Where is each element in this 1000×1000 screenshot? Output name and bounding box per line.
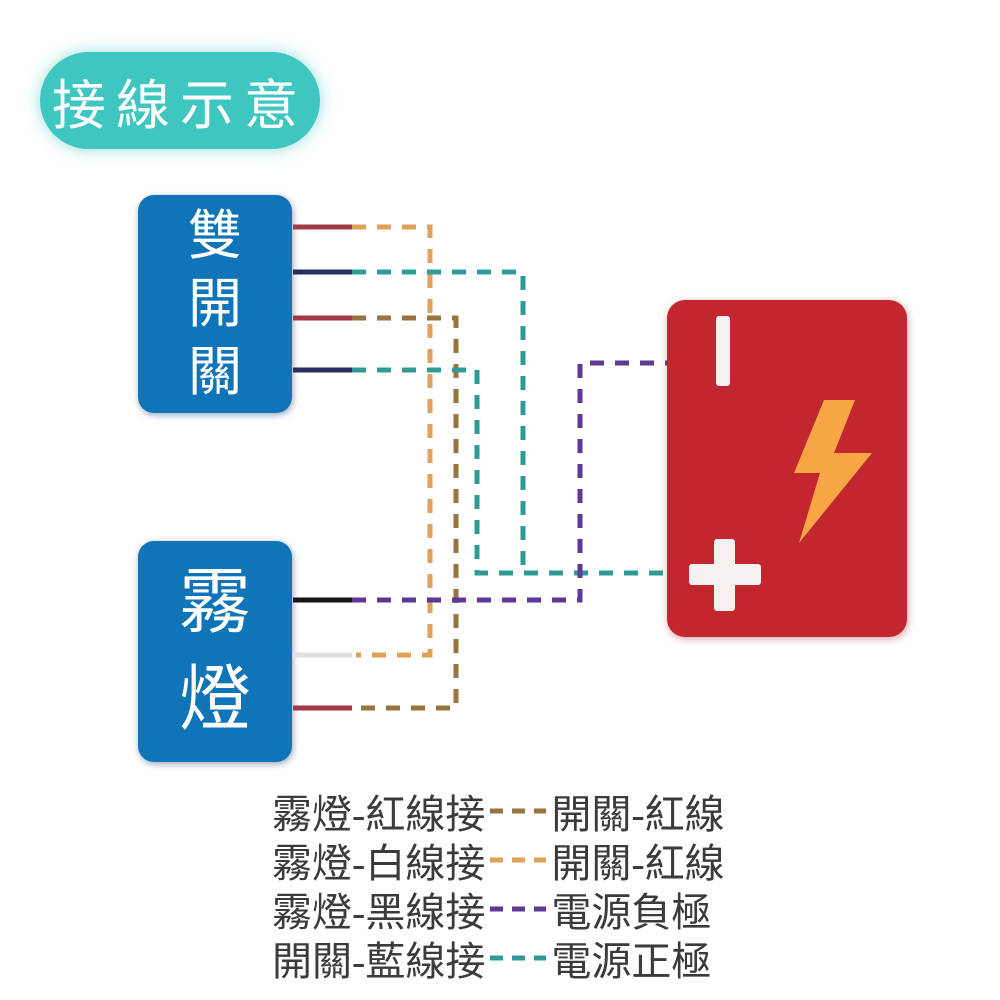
legend-right-label: 電源正極 [551,938,712,984]
legend-row-switch-blue: 開關-藍線接 電源正極 [272,933,725,984]
legend: 霧燈-紅線接 開關-紅線 霧燈-白線接 開關-紅線 霧燈-黑線接 電源負極 開關… [272,786,725,984]
wire-switchblue2-to-positive [352,367,668,576]
dash-sample-teal [490,955,547,960]
diagram-title: 接線示意 [52,76,308,136]
legend-left-label: 開關-藍線接 [272,938,486,984]
wire-switchblue1-to-positive [352,269,526,573]
switch-box-char: 雙 [188,206,242,266]
wire-fogred-to-switchred2 [352,315,459,711]
legend-right-label: 電源負極 [551,889,712,935]
switch-box-char: 開 [188,274,242,334]
dash-sample-olive [490,808,547,813]
switch-box-char: 關 [188,342,242,402]
legend-row-fog-black: 霧燈-黑線接 電源負極 [272,884,725,935]
legend-left-label: 霧燈-黑線接 [272,889,486,935]
fog-box-char: 霧 [178,562,251,643]
fog-light-box: 霧 燈 [138,541,292,762]
title-badge: 接線示意 [40,52,320,149]
dash-sample-orange [490,857,547,862]
wire-fogwhite-to-switchred1 [352,224,433,658]
legend-right-label: 開關-紅線 [551,791,725,837]
legend-row-fog-white: 霧燈-白線接 開關-紅線 [272,835,725,886]
legend-left-label: 霧燈-白線接 [272,840,486,886]
legend-right-label: 開關-紅線 [551,840,725,886]
power-box [667,300,907,637]
switch-box: 雙 開 關 [138,195,292,413]
wire-fogblack-to-negative [352,360,668,603]
legend-left-label: 霧燈-紅線接 [272,791,486,837]
dash-sample-purple [490,906,547,911]
legend-row-fog-red: 霧燈-紅線接 開關-紅線 [272,786,725,837]
fog-box-char: 燈 [178,660,251,741]
